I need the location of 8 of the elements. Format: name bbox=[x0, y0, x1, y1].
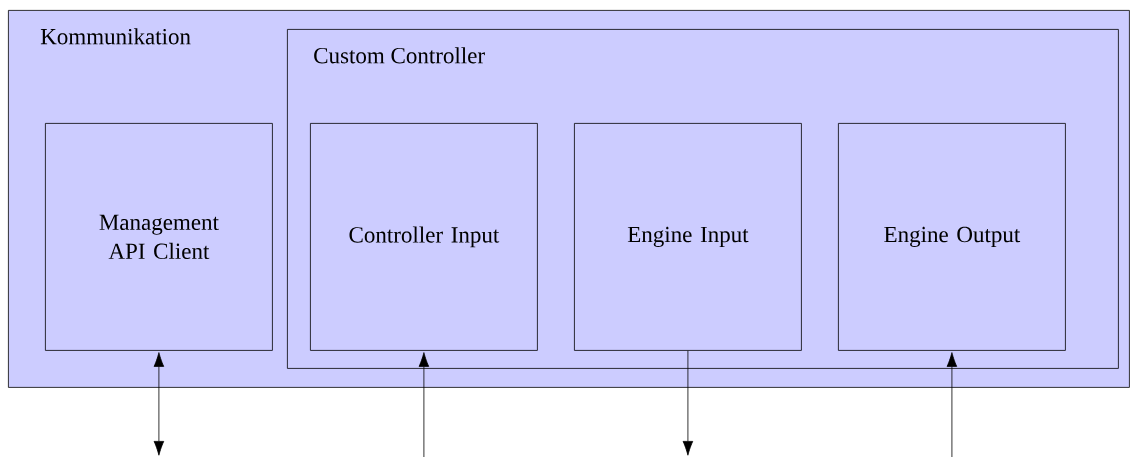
component-box: Management API Client bbox=[45, 123, 273, 351]
component-box: Engine Input bbox=[574, 123, 802, 351]
component-box: Engine Output bbox=[838, 123, 1066, 351]
component-box: Controller Input bbox=[310, 123, 538, 351]
arrow bbox=[682, 350, 694, 456]
arrow bbox=[153, 352, 165, 456]
arrow bbox=[418, 352, 430, 458]
arrow bbox=[946, 352, 958, 458]
